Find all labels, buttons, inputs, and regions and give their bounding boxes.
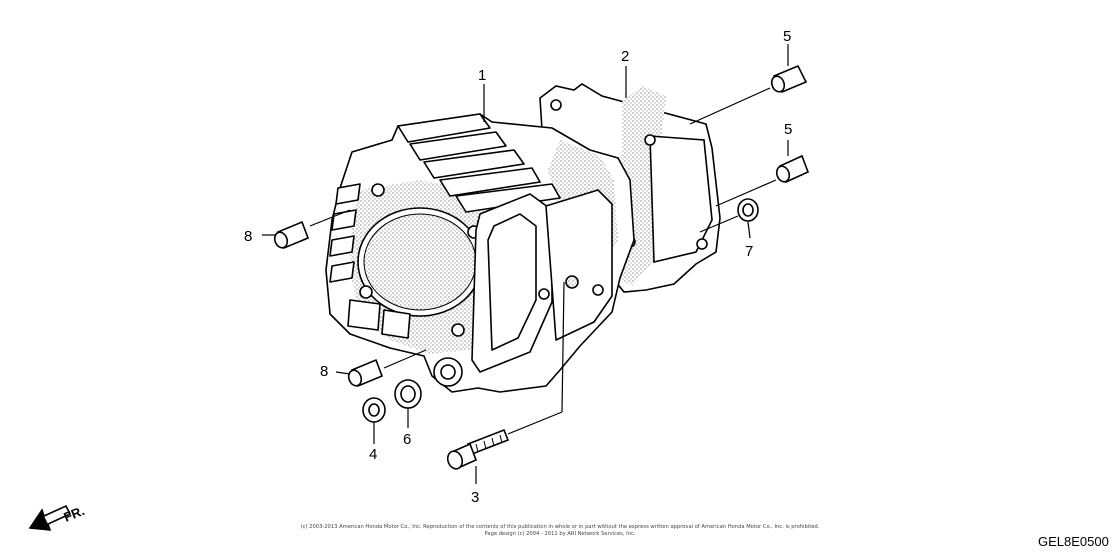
o-ring (737, 198, 759, 222)
dowel-pin-left-lower (347, 358, 384, 388)
callout-5-top: 5 (783, 28, 791, 45)
diagram-code: GEL8E0500 (1038, 534, 1109, 549)
dowel-pin-left-upper (273, 220, 310, 250)
callout-3: 3 (471, 489, 479, 506)
callout-5-middle: 5 (784, 121, 792, 138)
cylinder (325, 113, 635, 393)
dowel-pin-top (770, 64, 808, 94)
flange-bolt (446, 428, 510, 470)
copyright-line-1: (c) 2003-2013 American Honda Motor Co., … (301, 524, 820, 530)
front-direction-label: FR. (62, 503, 87, 525)
leader-lines (262, 44, 789, 484)
callout-6: 6 (403, 431, 411, 448)
washer (362, 397, 386, 423)
callout-4: 4 (369, 446, 377, 463)
callout-7: 7 (745, 243, 753, 260)
dowel-pin-middle (775, 154, 810, 184)
callout-8-lower: 8 (320, 363, 328, 380)
callout-1: 1 (478, 67, 486, 84)
front-arrow-icon (28, 504, 72, 531)
copyright-line-2: Page design (c) 2004 - 2011 by ARI Netwo… (485, 531, 636, 537)
callout-8-upper: 8 (244, 228, 252, 245)
callout-2: 2 (621, 48, 629, 65)
o-ring-large (394, 379, 422, 409)
